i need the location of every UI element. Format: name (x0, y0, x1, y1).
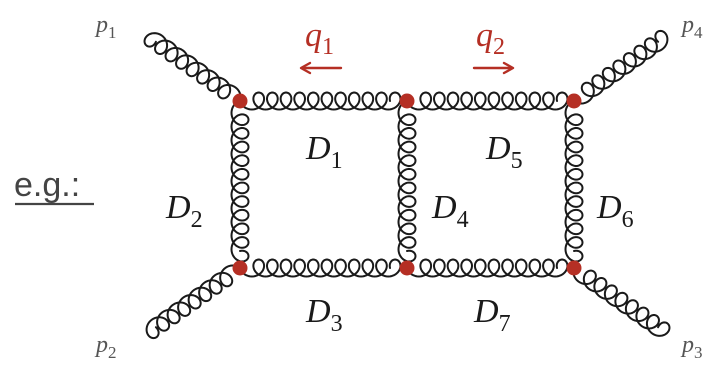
label-d7: D7 (473, 293, 511, 337)
vertex-top-right (566, 93, 582, 109)
label-d4: D4 (431, 189, 469, 233)
label-d3: D3 (305, 293, 343, 337)
label-q2: q2 (476, 17, 505, 60)
vertex-bottom-right (566, 260, 582, 276)
label-d6: D6 (596, 189, 634, 233)
label-p4: p4 (680, 12, 703, 42)
gluon-propagator-d4 (397, 100, 417, 263)
example-label: e.g.: (14, 166, 80, 204)
gluon-external-p1 (143, 32, 242, 102)
label-d5: D5 (485, 130, 523, 174)
q1-arrow-left-icon (299, 61, 343, 75)
q2-arrow-right-icon (472, 61, 515, 75)
vertex-top-middle (399, 93, 415, 109)
label-d1: D1 (305, 130, 343, 174)
gluon-propagator-d1 (239, 91, 402, 111)
label-q1: q1 (305, 17, 334, 60)
gluon-propagator-d3 (239, 258, 402, 278)
vertex-top-left (232, 93, 248, 109)
gluon-propagator-d7 (406, 258, 569, 278)
gluon-external-p4 (573, 29, 669, 105)
label-p1: p1 (94, 12, 117, 42)
gluon-external-p2 (145, 264, 241, 340)
gluon-external-p3 (572, 267, 671, 337)
gluon-propagator-d2 (230, 100, 250, 263)
gluon-propagator-d6 (564, 100, 584, 263)
label-p3: p3 (680, 332, 703, 362)
vertex-bottom-left (232, 260, 248, 276)
vertex-bottom-middle (399, 260, 415, 276)
label-p2: p2 (94, 332, 117, 362)
gluon-propagator-d5 (406, 91, 569, 111)
label-d2: D2 (165, 189, 203, 233)
